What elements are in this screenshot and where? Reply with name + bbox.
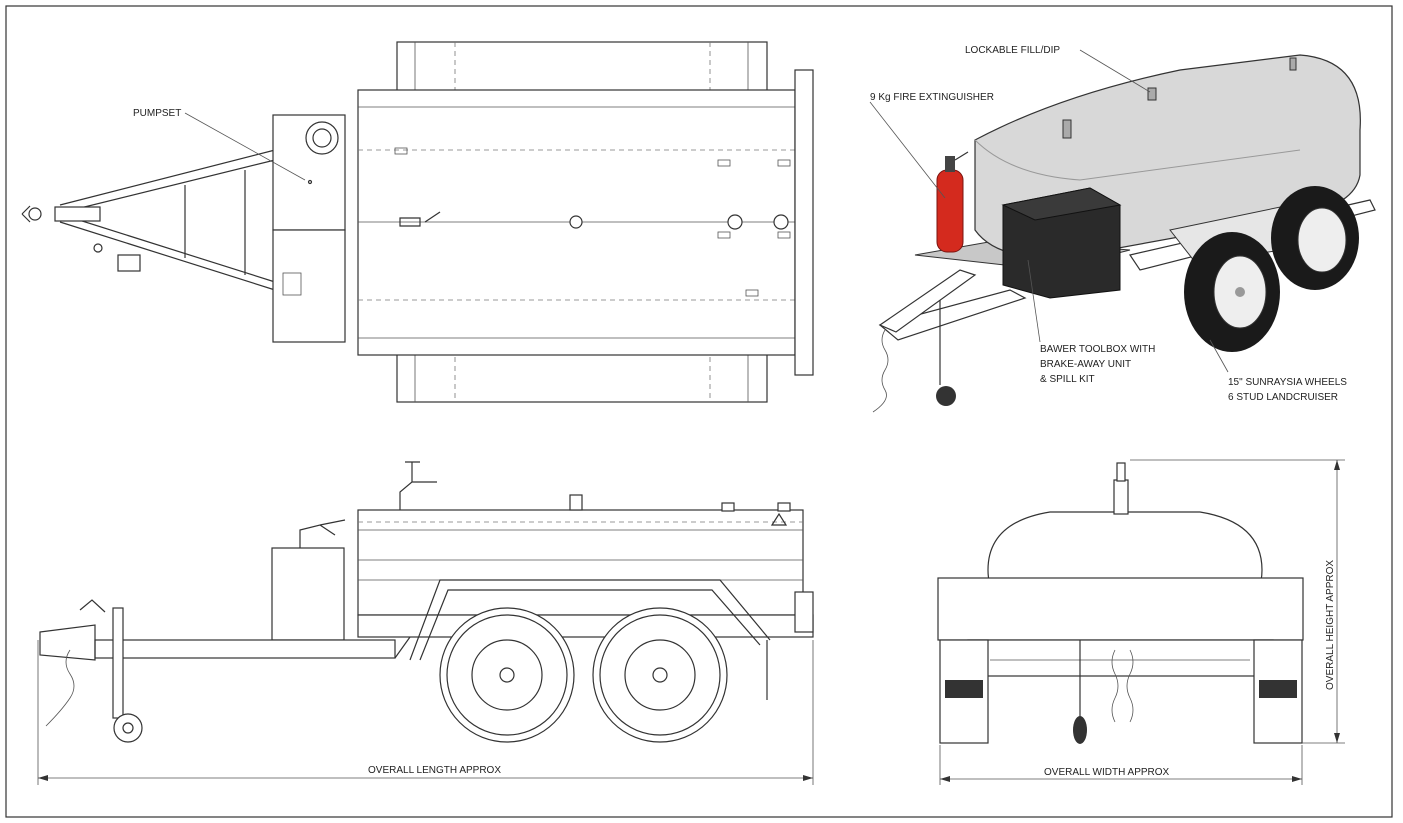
side-wheel-front: [439, 607, 575, 743]
extinguisher-leader: [869, 101, 946, 199]
iso-view: [869, 49, 1376, 413]
rear-safety-chains: [1111, 649, 1134, 723]
top-view: [21, 41, 814, 403]
pumpset-label: PUMPSET: [133, 108, 181, 119]
side-jockey-post: [112, 607, 124, 719]
pump-outlet: [305, 121, 339, 155]
sheet-border: [5, 5, 1393, 818]
lockable-fill-label: LOCKABLE FILL/DIP: [965, 45, 1060, 56]
iso-safety-chain: [872, 329, 889, 413]
overall-length-label: OVERALL LENGTH APPROX: [368, 765, 501, 776]
drawbar-upper: [59, 149, 276, 206]
toolbox-label-line2: BRAKE-AWAY UNIT: [1040, 359, 1131, 370]
toolbox-leader: [1027, 259, 1041, 343]
rear-view: [937, 459, 1345, 785]
toolbox-label-line3: & SPILL KIT: [1040, 374, 1095, 385]
overall-width-label: OVERALL WIDTH APPROX: [1044, 767, 1170, 778]
iso-drawbar: [878, 289, 1027, 341]
toolbox-plan: [272, 229, 346, 343]
side-fill-valve: [399, 461, 437, 510]
side-coupling: [39, 624, 96, 661]
drawbar-lower: [59, 221, 276, 291]
wheels-leader: [1209, 339, 1229, 373]
side-tank: [357, 509, 804, 616]
pumpset-leader: [184, 112, 306, 181]
top-view-mudguard-bottom: [396, 351, 768, 403]
toolbox-label-line1: BAWER TOOLBOX WITH: [1040, 344, 1155, 355]
side-jockey-wheel: [113, 713, 143, 743]
iso-fire-extinguisher: [936, 169, 964, 253]
overall-height-label: OVERALL HEIGHT APPROX: [1325, 560, 1336, 690]
side-chassis: [94, 639, 396, 659]
side-wheel-rear: [592, 607, 728, 743]
wheels-label-line2: 6 STUD LANDCRUISER: [1228, 392, 1338, 403]
iso-jockey-wheel: [936, 386, 956, 406]
coupling-plan: [54, 206, 101, 222]
fire-extinguisher-label: 9 Kg FIRE EXTINGUISHER: [870, 92, 994, 103]
top-view-mudguard-top: [396, 41, 768, 93]
fill-dip-leader: [1079, 49, 1151, 93]
side-mudguard: [409, 579, 771, 661]
side-toolbox: [271, 547, 345, 641]
rear-jockey-wheel: [1073, 716, 1087, 744]
side-view: [37, 461, 814, 785]
wheels-label-line1: 15" SUNRAYSIA WHEELS: [1228, 377, 1347, 388]
side-safety-chain: [45, 649, 75, 727]
